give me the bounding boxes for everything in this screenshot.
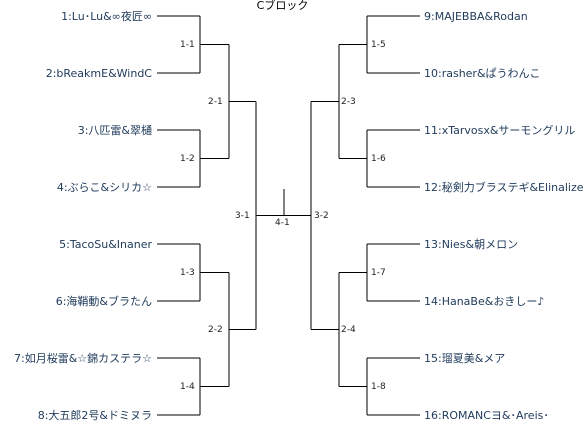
team-13: 13:Nies&朝メロン <box>424 238 519 251</box>
team-14: 14:HanaBe&おきしー♪ <box>424 295 545 308</box>
team-7: 7:如月桜雷&☆錦カステラ☆ <box>13 352 152 365</box>
team-5: 5:TacoSu&Inaner <box>59 238 152 251</box>
team-4: 4:ぶらこ&シリカ☆ <box>56 181 152 194</box>
match-1-6: 1-6 <box>371 154 386 164</box>
team-3: 3:八匹雷&翠樋 <box>77 124 152 137</box>
team-16: 16:ROMANCヨ&･Areis･ <box>424 409 549 422</box>
team-11: 11:xTarvosx&サーモングリル <box>424 124 576 137</box>
team-8: 8:大五郎2号&ドミヌラ <box>37 409 152 422</box>
team-2: 2:bReakmE&WindC <box>45 67 152 80</box>
match-2-3: 2-3 <box>341 97 356 107</box>
team-10: 10:rasher&ぱうわんこ <box>424 67 541 80</box>
match-1-8: 1-8 <box>371 382 386 392</box>
team-1: 1:Lu･Lu&∞夜匠∞ <box>61 10 152 23</box>
match-2-2: 2-2 <box>208 325 223 335</box>
block-title: Cブロック <box>256 0 309 12</box>
match-1-7: 1-7 <box>371 268 386 278</box>
match-4-1: 4-1 <box>275 218 290 228</box>
match-1-1: 1-1 <box>180 40 195 50</box>
match-1-4: 1-4 <box>180 382 195 392</box>
match-3-2: 3-2 <box>314 211 329 221</box>
team-9: 9:MAJEBBA&Rodan <box>424 10 528 23</box>
team-15: 15:瑠夏美&メア <box>424 352 506 365</box>
match-1-2: 1-2 <box>180 154 195 164</box>
match-2-4: 2-4 <box>341 325 356 335</box>
match-1-3: 1-3 <box>180 268 195 278</box>
team-6: 6:海鞘動&ブラたん <box>55 295 152 308</box>
match-3-1: 3-1 <box>235 211 250 221</box>
match-2-1: 2-1 <box>208 97 223 107</box>
team-12: 12:秘剣力ブラステギ&Elinalize <box>424 181 584 194</box>
match-1-5: 1-5 <box>371 40 386 50</box>
